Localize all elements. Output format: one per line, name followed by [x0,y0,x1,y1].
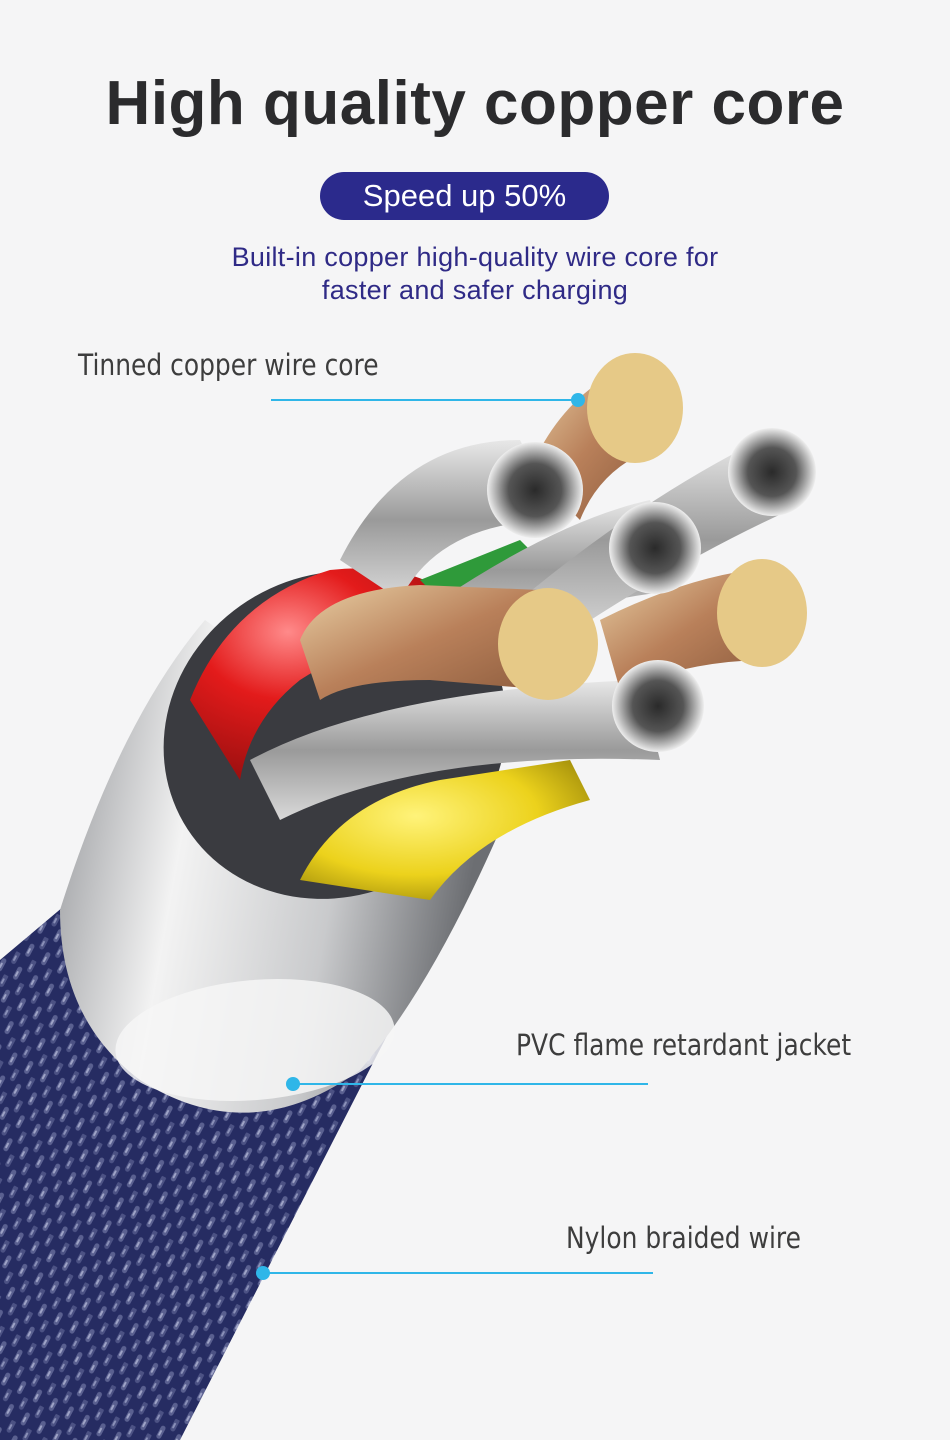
page-title: High quality copper core [105,69,845,138]
subtitle: Built-in copper high-quality wire core f… [0,241,950,307]
callout-dot-braid [256,1266,270,1280]
callout-label-copper-core: Tinned copper wire core [78,348,379,382]
speed-badge: Speed up 50% [320,172,609,220]
copper-wire-center [300,585,550,700]
strand-end [612,660,704,752]
callout-dot-jacket [286,1077,300,1091]
silver-strand-bundle-lower [250,680,660,820]
callout-label-nylon-braid: Nylon braided wire [566,1221,801,1255]
callout-label-pvc-jacket: PVC flame retardant jacket [516,1028,852,1062]
yellow-wire [300,760,590,900]
strand-end [609,502,701,594]
strand-end [728,428,816,516]
subtitle-line-1: Built-in copper high-quality wire core f… [231,242,719,272]
subtitle-line-2: faster and safer charging [321,275,629,305]
callout-dot-copper [571,393,585,407]
strand-end [487,442,583,538]
